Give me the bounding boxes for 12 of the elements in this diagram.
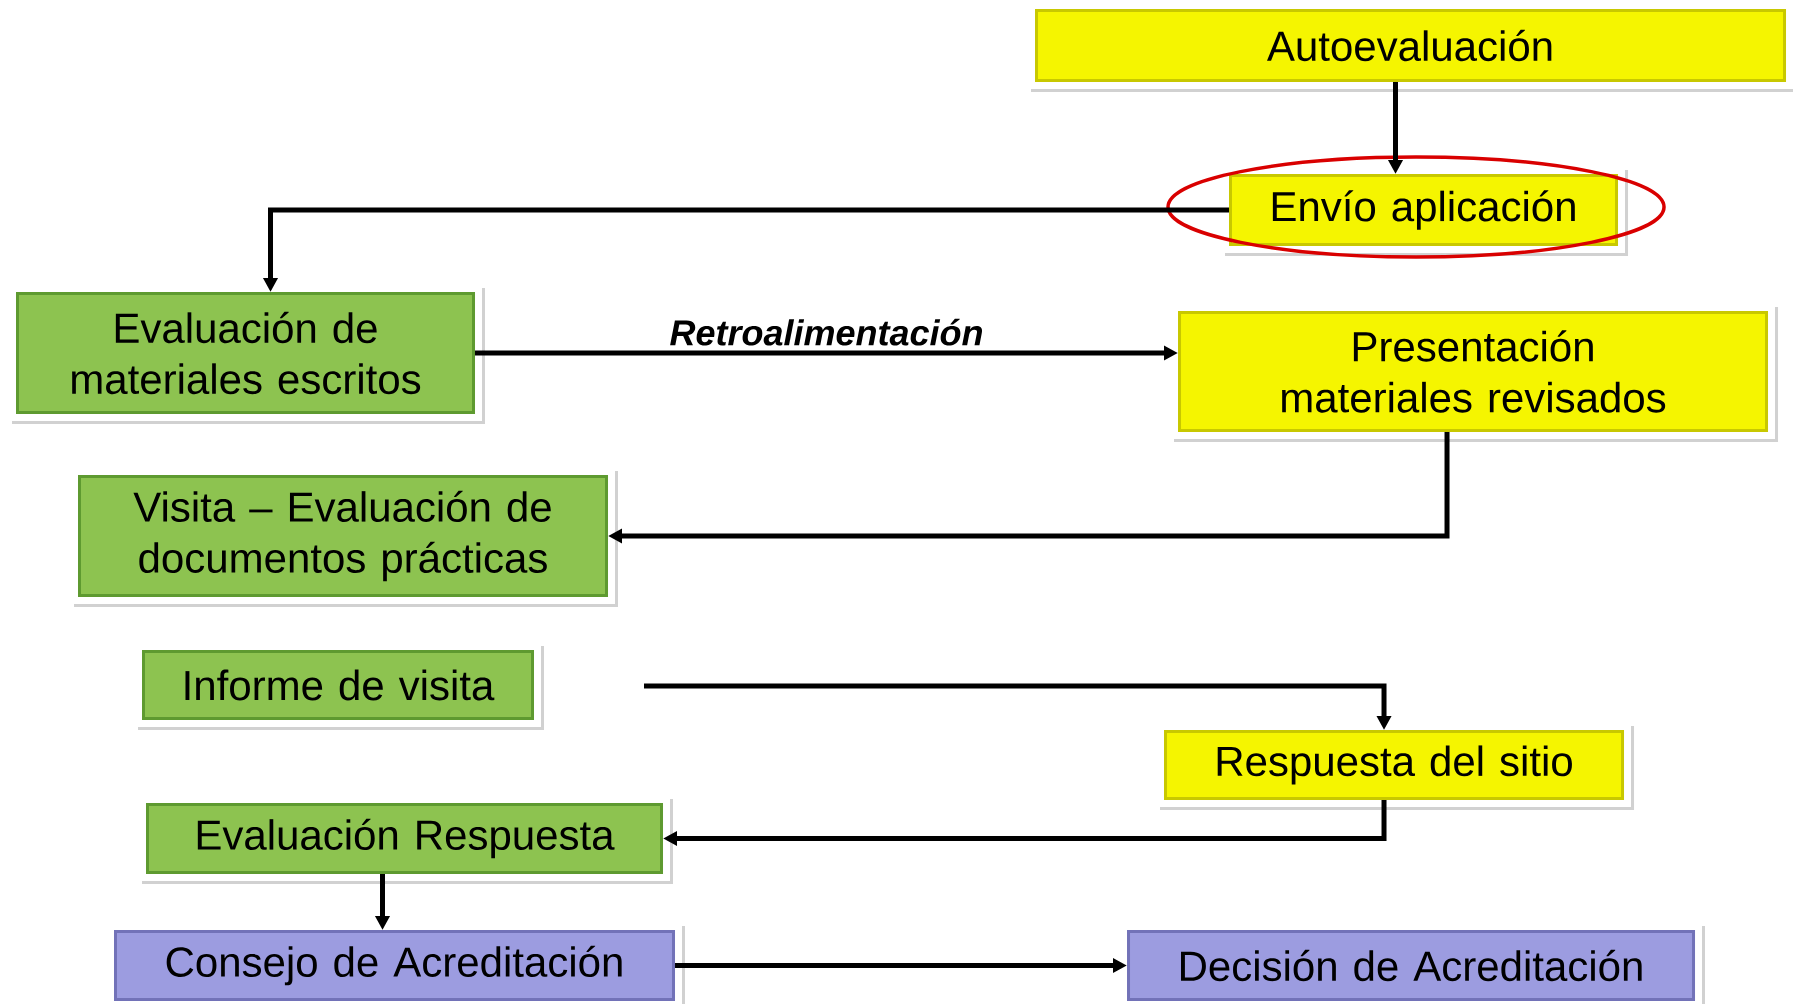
process-box: Decisión de Acreditación xyxy=(1120,923,1705,1004)
process-box: Presentación materiales revisados xyxy=(1171,304,1778,442)
process-box: Evaluación de materiales escritos xyxy=(9,285,485,424)
edge-label: Retroalimentación xyxy=(667,316,986,348)
process-box: Consejo de Acreditación xyxy=(107,923,685,1004)
process-box: Envío aplicación xyxy=(1222,167,1628,256)
node-label: Presentación materiales revisados xyxy=(1282,330,1666,413)
process-box: Evaluación Respuesta xyxy=(139,796,673,884)
process-box: Respuesta del sitio xyxy=(1157,723,1634,810)
process-box: Informe de visita xyxy=(135,643,544,730)
process-box: Visita – Evaluación de documentos prácticas xyxy=(71,468,618,607)
process-box: Autoevaluación xyxy=(1028,2,1793,92)
